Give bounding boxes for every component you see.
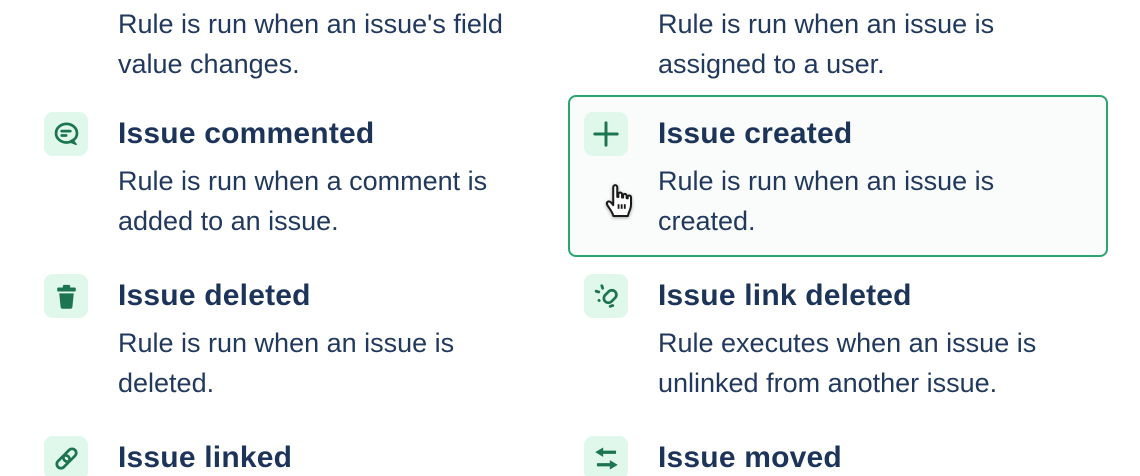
trigger-title: Issue linked xyxy=(118,441,293,474)
trash-icon xyxy=(44,274,88,318)
trigger-description: Rule is run when a comment is added to a… xyxy=(118,166,488,236)
comment-icon xyxy=(44,112,88,156)
trigger-description: Rule is run when an issue is deleted. xyxy=(118,328,455,398)
trigger-option-issue-commented[interactable]: Issue commented Rule is run when a comme… xyxy=(28,95,568,257)
trigger-description: Rule is run when an issue's field value … xyxy=(118,9,503,79)
plus-icon xyxy=(584,112,628,156)
trigger-grid: Rule is run when an issue's field value … xyxy=(28,0,1108,476)
trigger-option-field-value-changed[interactable]: Rule is run when an issue's field value … xyxy=(28,0,568,95)
trigger-description: Rule is run when an issue is assigned to… xyxy=(658,9,995,79)
link-icon xyxy=(44,436,88,476)
move-arrows-icon xyxy=(584,436,628,476)
trigger-option-issue-created[interactable]: Issue created Rule is run when an issue … xyxy=(568,95,1108,257)
trigger-option-issue-moved[interactable]: Issue moved xyxy=(568,419,1108,476)
trigger-title: Issue commented xyxy=(118,117,375,150)
trigger-option-issue-deleted[interactable]: Issue deleted Rule is run when an issue … xyxy=(28,257,568,419)
trigger-option-issue-linked[interactable]: Issue linked xyxy=(28,419,568,476)
trigger-description: Rule executes when an issue is unlinked … xyxy=(658,328,1037,398)
broken-link-icon xyxy=(584,274,628,318)
trigger-title: Issue created xyxy=(658,117,853,150)
trigger-title: Issue link deleted xyxy=(658,279,912,312)
trigger-option-issue-assigned[interactable]: Rule is run when an issue is assigned to… xyxy=(568,0,1108,95)
trigger-title: Issue deleted xyxy=(118,279,311,312)
trigger-description: Rule is run when an issue is created. xyxy=(658,166,995,236)
trigger-option-issue-link-deleted[interactable]: Issue link deleted Rule executes when an… xyxy=(568,257,1108,419)
trigger-title: Issue moved xyxy=(658,441,842,474)
